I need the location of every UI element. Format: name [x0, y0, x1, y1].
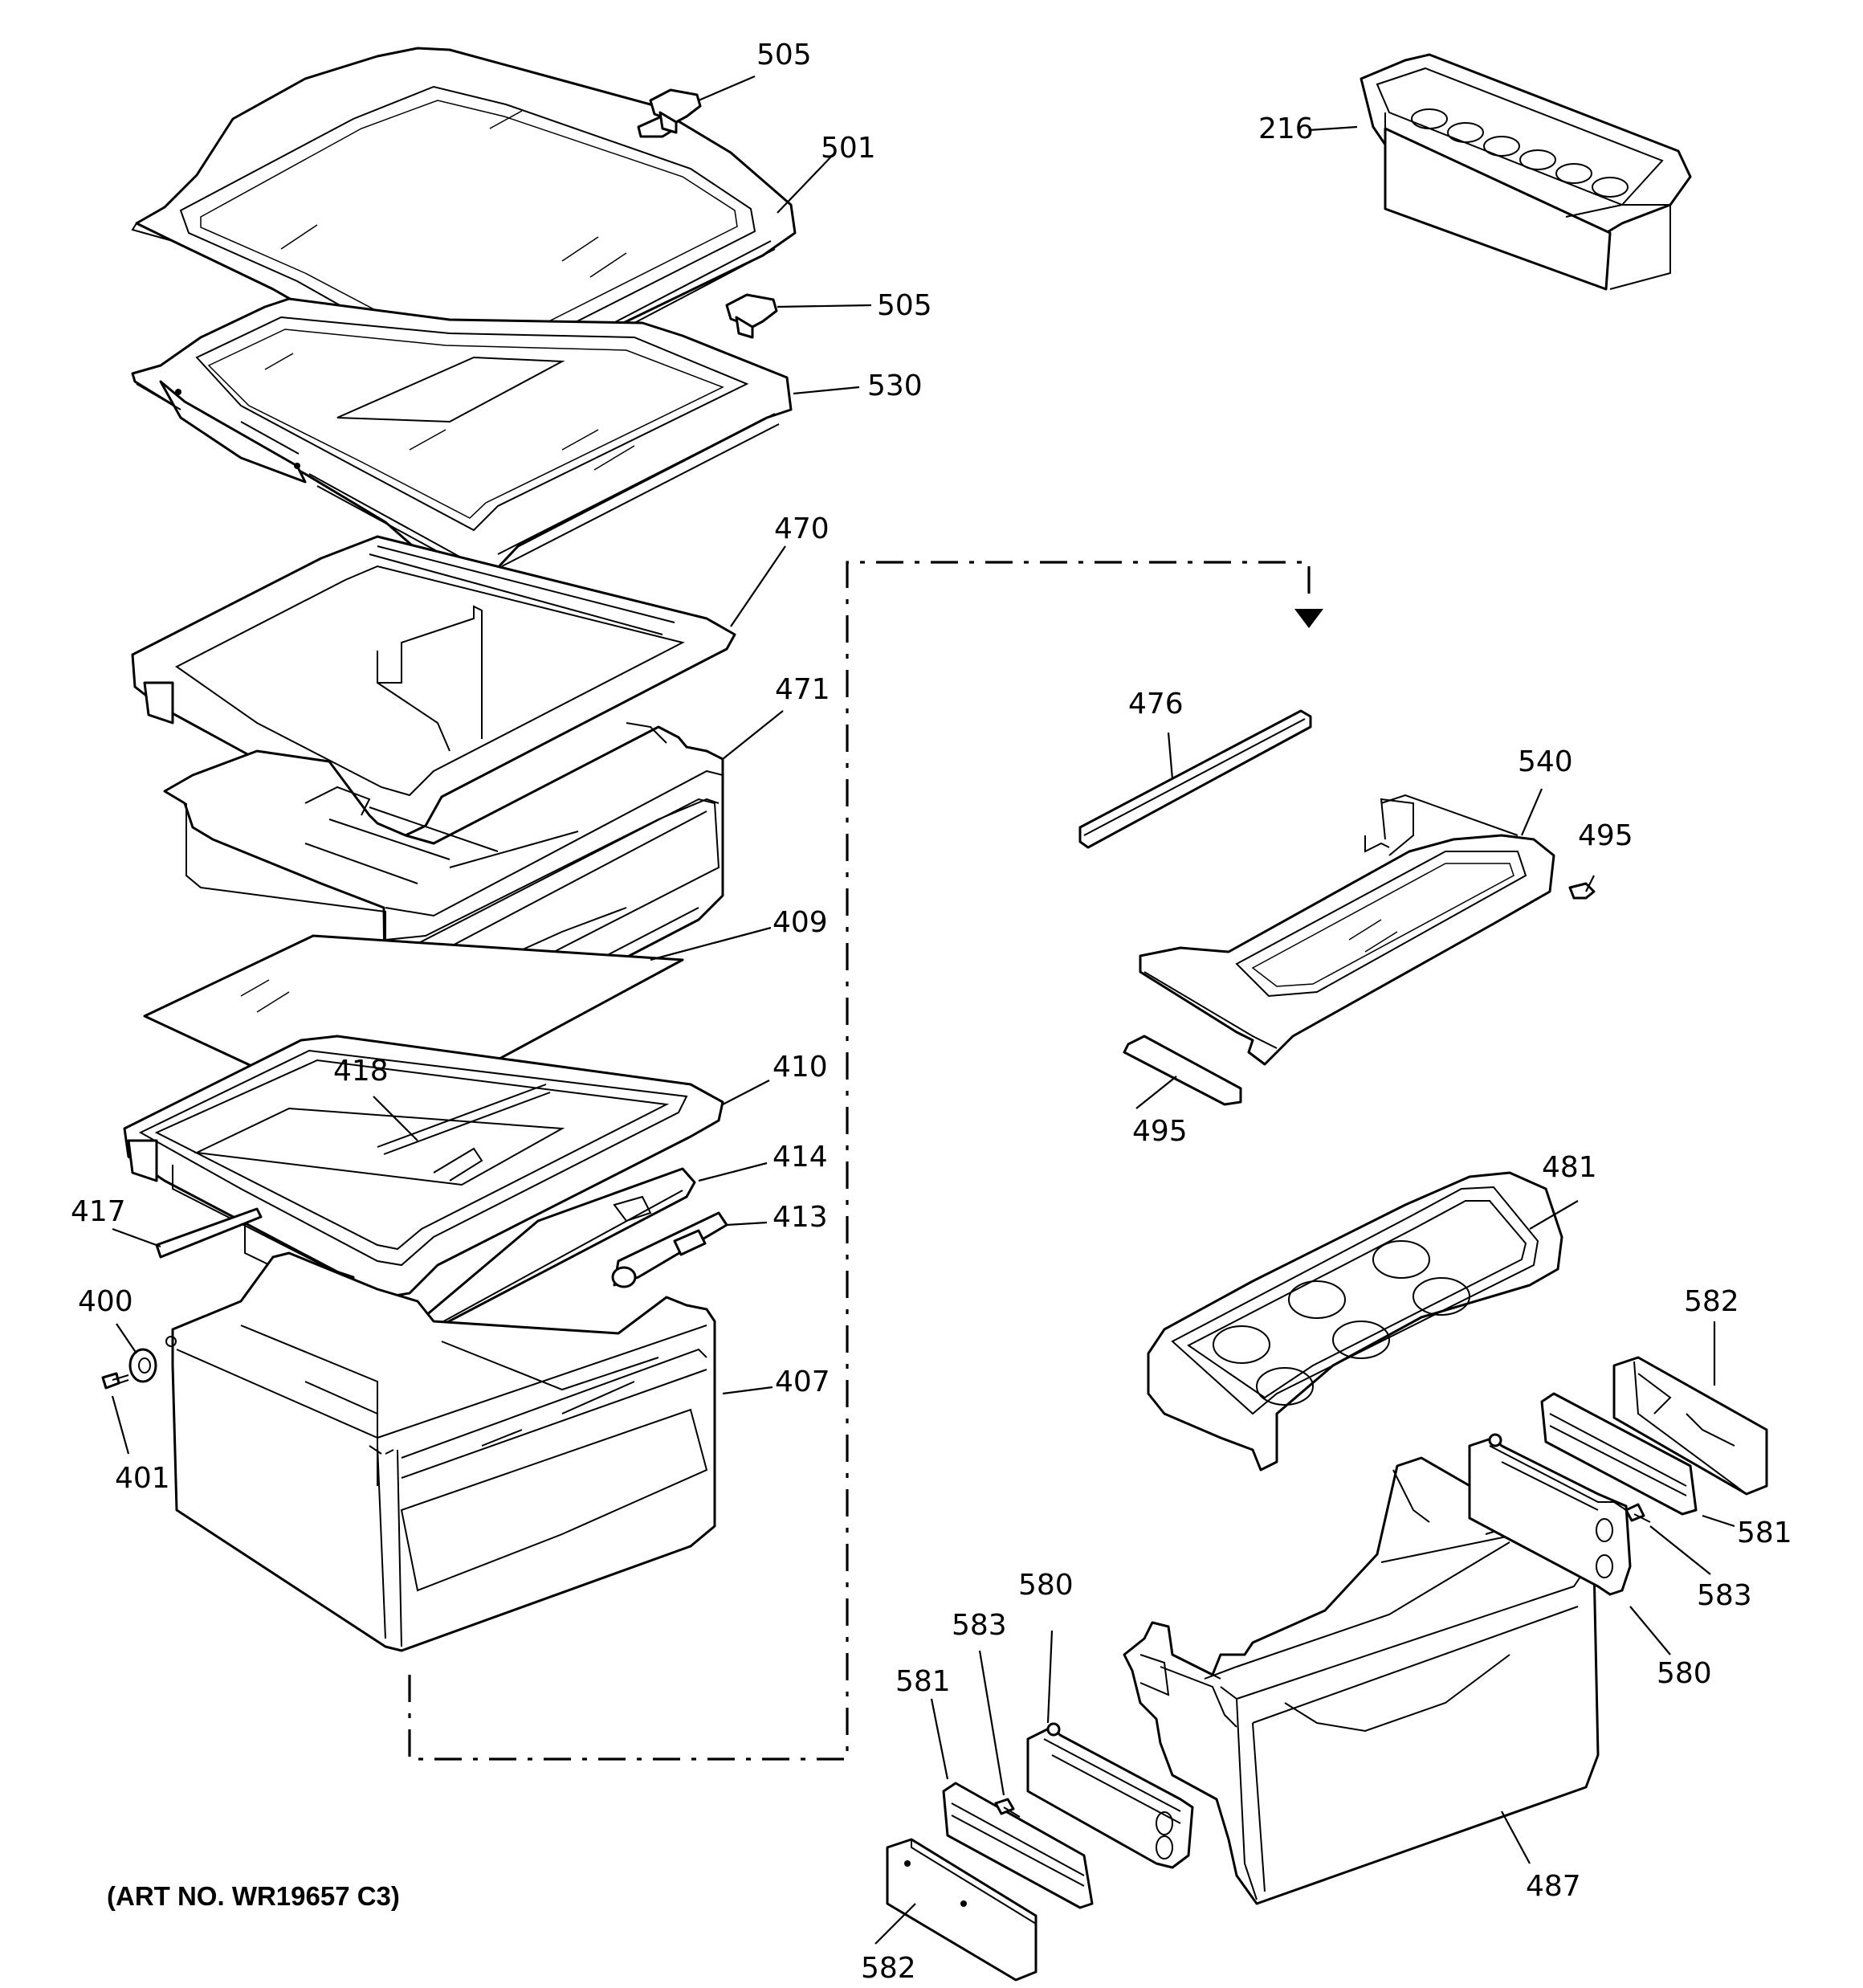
art-number: (ART NO. WR19657 C3) — [107, 1881, 400, 1911]
bin-216 — [1360, 53, 1692, 291]
label-476: 476 — [1128, 688, 1184, 720]
clip-505-lower — [725, 293, 778, 339]
label-495-lower: 495 — [1132, 1115, 1188, 1148]
pin-495-right — [1568, 882, 1596, 900]
label-417: 417 — [71, 1195, 126, 1228]
cover-582-left — [886, 1838, 1037, 1982]
part-400 — [128, 1348, 157, 1383]
label-540: 540 — [1518, 745, 1573, 778]
label-580-right: 580 — [1657, 1657, 1712, 1690]
label-410: 410 — [773, 1051, 828, 1084]
label-400: 400 — [78, 1285, 133, 1318]
label-505-upper: 505 — [756, 39, 812, 71]
label-530: 530 — [867, 369, 923, 402]
label-418: 418 — [333, 1055, 389, 1088]
part-418 — [377, 1084, 551, 1155]
tray-481 — [1147, 1171, 1563, 1472]
strip-581-left — [942, 1782, 1094, 1909]
label-401: 401 — [115, 1462, 170, 1495]
pin-495-lower — [1123, 1035, 1242, 1106]
label-470: 470 — [774, 512, 830, 545]
label-583-left: 583 — [952, 1609, 1007, 1642]
label-487: 487 — [1526, 1870, 1581, 1903]
label-495-upper: 495 — [1578, 819, 1633, 852]
label-582-upper: 582 — [1684, 1285, 1739, 1318]
part-413 — [611, 1195, 728, 1288]
callout-labels: 505 501 505 530 216 470 471 409 418 410 … — [71, 39, 1792, 1985]
label-581-right: 581 — [1737, 1517, 1792, 1549]
leader-lines — [111, 75, 1735, 1945]
label-501: 501 — [821, 132, 876, 165]
screw-583-right — [1625, 1503, 1651, 1523]
screw-401 — [101, 1372, 129, 1390]
bracket-580-left — [1026, 1722, 1194, 1869]
screw-583-left — [994, 1798, 1021, 1818]
clip-505-upper — [649, 88, 702, 134]
label-583-right: 583 — [1697, 1579, 1752, 1612]
crisper-pan-407 — [165, 1251, 716, 1652]
label-413: 413 — [773, 1201, 828, 1234]
label-582-lower: 582 — [861, 1952, 916, 1985]
rod-417 — [155, 1207, 263, 1259]
label-407: 407 — [775, 1365, 830, 1398]
label-581-left: 581 — [895, 1665, 951, 1698]
rail-476 — [1078, 709, 1312, 849]
dash-dot-connector — [408, 561, 1323, 1761]
label-414: 414 — [773, 1141, 828, 1174]
label-481: 481 — [1542, 1151, 1597, 1184]
label-471: 471 — [775, 673, 830, 706]
cover-582-right — [1612, 1356, 1768, 1496]
label-580-left: 580 — [1018, 1569, 1074, 1602]
cover-540 — [1139, 794, 1555, 1066]
bracket-580-right — [1468, 1433, 1632, 1596]
strip-581-right — [1540, 1392, 1698, 1516]
label-505-lower: 505 — [877, 289, 932, 322]
label-216: 216 — [1258, 112, 1314, 145]
label-409: 409 — [773, 906, 828, 939]
